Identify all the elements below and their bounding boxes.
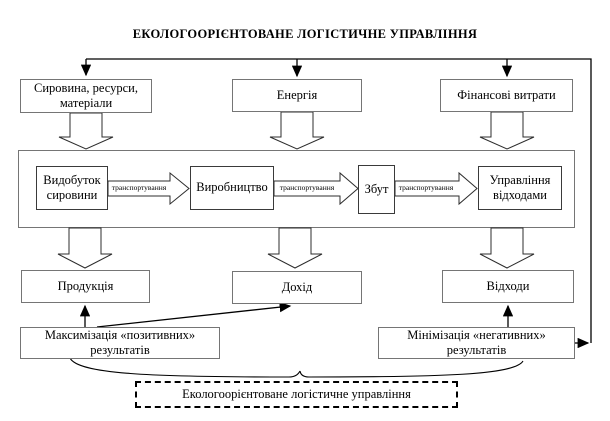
goal-arrows (79, 301, 514, 328)
transport-block-arrows (107, 171, 478, 206)
diagram-title: ЕКОЛОГООРІЄНТОВАНЕ ЛОГІСТИЧНЕ УПРАВЛІННЯ (132, 27, 478, 41)
production-box: Виробництво (190, 166, 274, 210)
waste-management-box: Управління відходами (478, 166, 562, 210)
input-feed-arrows (80, 59, 513, 78)
footer-dashed-box: Екологоорієнтоване логістичне управління (135, 381, 458, 408)
transport-label-1: транспортування (111, 183, 167, 192)
transport-label-2: транспортування (279, 183, 335, 192)
maximize-results-box: Максимізація «позитивних» результатів (20, 327, 220, 359)
products-box: Продукція (21, 270, 150, 303)
finance-box: Фінансові витрати (440, 79, 573, 112)
sales-box: Збут (358, 165, 395, 214)
goal-brace (69, 357, 524, 378)
materials-box: Сировина, ресурси, матеріали (20, 79, 152, 113)
input-block-arrows (58, 111, 535, 150)
output-block-arrows (57, 227, 535, 269)
waste-box: Відходи (442, 270, 574, 303)
minimize-results-box: Мінімізація «негативних» результатів (378, 327, 575, 359)
income-box: Дохід (232, 271, 362, 304)
extraction-box: Видобуток сировини (36, 166, 108, 210)
transport-label-3: транспортування (398, 183, 454, 192)
energy-box: Енергія (232, 79, 362, 112)
feedback-loop-arrow (86, 58, 592, 349)
